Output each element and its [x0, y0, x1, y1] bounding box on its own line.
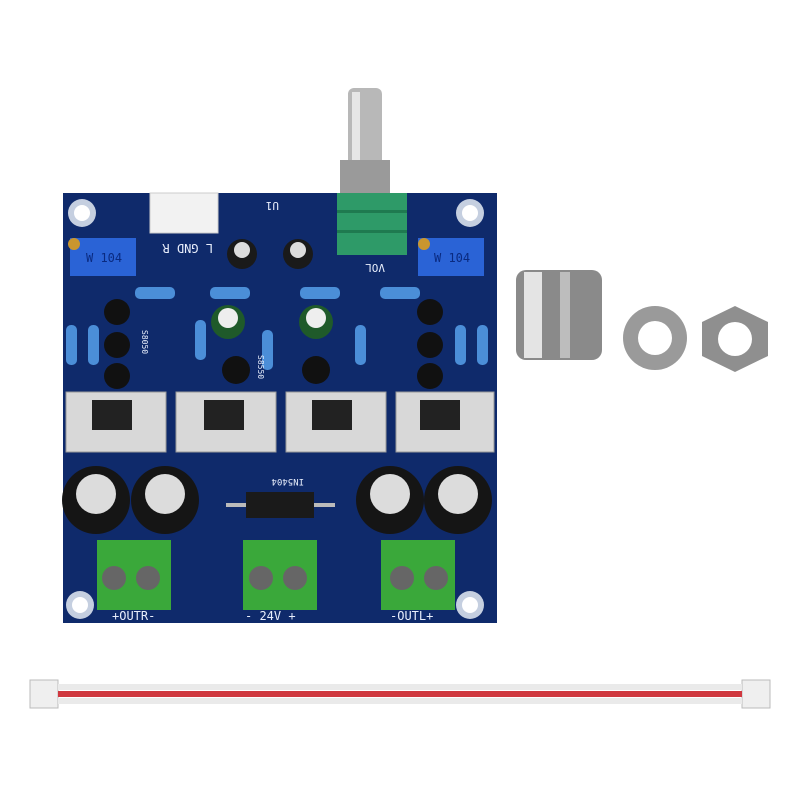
electrolytic-capacitors — [62, 466, 492, 534]
transistor-label: S8550 — [256, 355, 265, 379]
power-transistors — [92, 400, 460, 430]
resistors — [66, 287, 488, 370]
cable-connector-left — [29, 679, 59, 709]
transistors — [104, 299, 443, 389]
svg-text:IN5404: IN5404 — [271, 476, 304, 486]
cable — [29, 679, 771, 709]
input-connector — [149, 192, 219, 234]
out-right-label: +OUTR- — [112, 609, 155, 623]
transistor-label: S8050 — [140, 330, 149, 354]
hex-nut — [702, 306, 768, 372]
svg-text:W 104: W 104 — [434, 251, 470, 265]
diode: IN5404 — [226, 476, 335, 518]
out-left-label: -OUTL+ — [390, 609, 433, 623]
terminal-out-left — [381, 540, 455, 610]
power-label: - 24V + — [245, 609, 296, 623]
potentiometer — [340, 88, 390, 196]
trimmer-left: W 104 — [68, 238, 136, 276]
mounting-holes — [66, 199, 484, 619]
knob — [516, 270, 602, 360]
terminal-out-right — [97, 540, 171, 610]
svg-text:W 104: W 104 — [86, 251, 122, 265]
cable-connector-right — [741, 679, 771, 709]
washer — [623, 306, 687, 370]
terminal-power — [243, 540, 317, 610]
input-label: L GND R — [162, 241, 213, 255]
small-capacitors — [211, 239, 333, 339]
trimmer-right: W 104 — [418, 238, 484, 276]
volume-label: VOL — [365, 261, 385, 274]
potentiometer-body — [337, 193, 407, 255]
ic-label: U1 — [266, 199, 279, 212]
